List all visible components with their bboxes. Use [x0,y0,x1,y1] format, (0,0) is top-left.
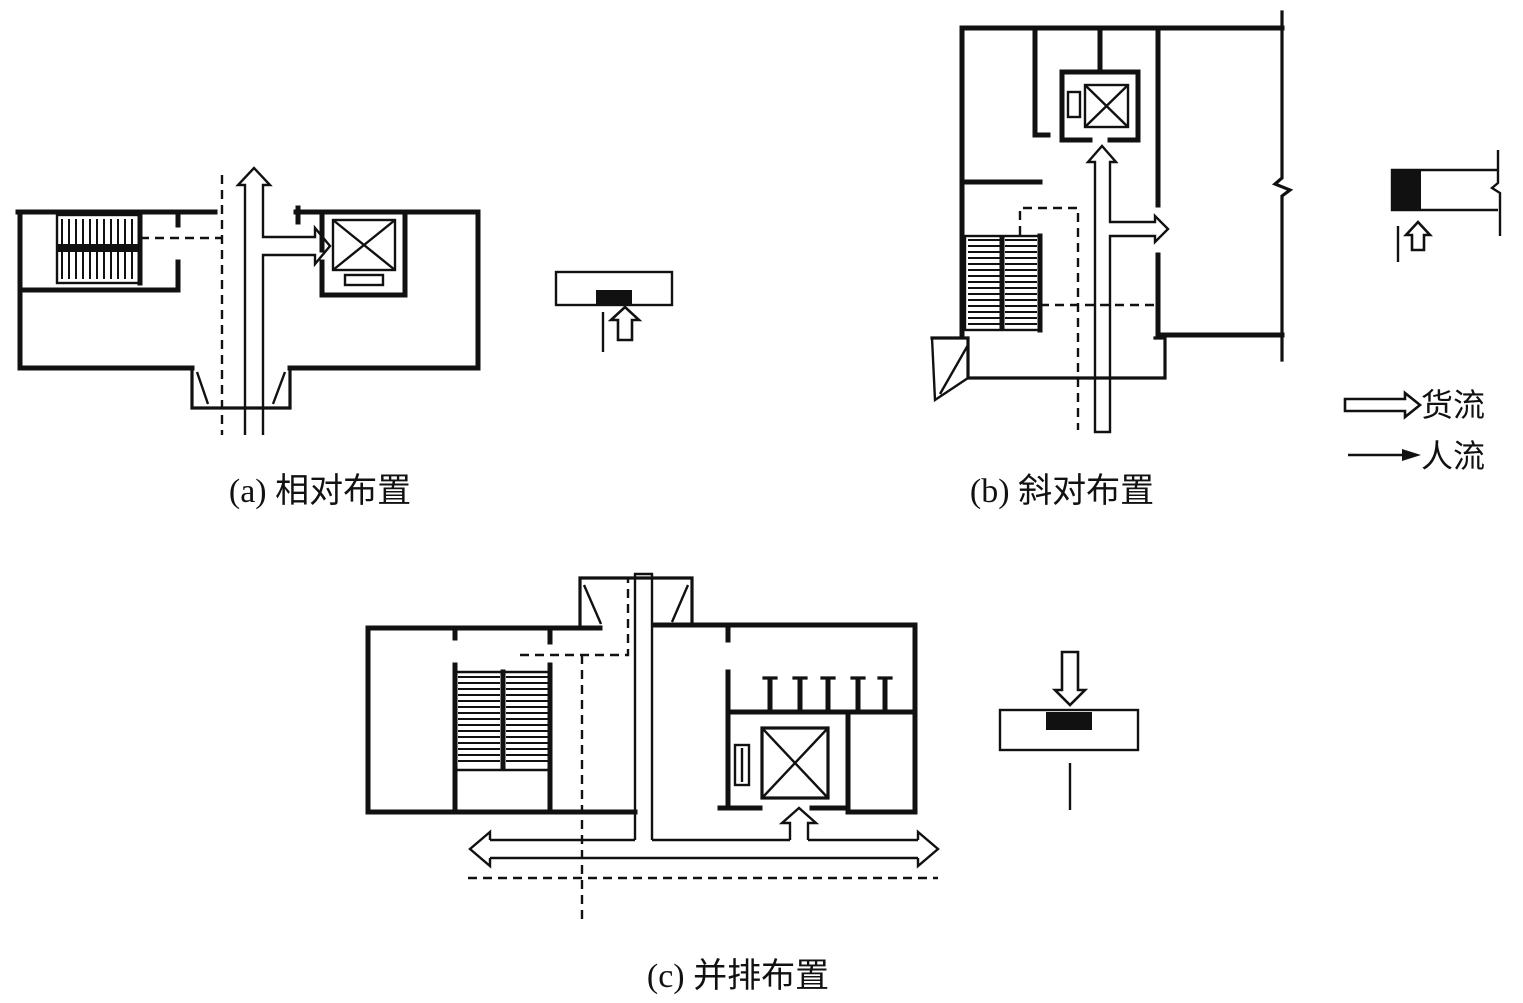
plan-a-outer-wall-left [15,209,218,371]
plan-c-flows [468,572,940,922]
plan-c-outer-wall-left [365,625,638,815]
plan-b-flows [1018,144,1170,434]
plan-b-outer-wall [959,25,1285,338]
plan-a-outer-wall-right [287,209,481,371]
plan-b-inner-wall-right [1155,25,1285,338]
plan-c-wall-ticks [452,622,731,645]
plan-a-porch-diagonals [195,371,287,405]
plan-b-staircase [963,233,1043,333]
plan-c-elevator-car-cross [761,727,829,799]
plan-c-outer-wall-right [652,622,918,815]
plan-b-elevator-car [1083,83,1130,129]
plan-a-key-goods-arrow-icon [607,305,643,342]
plan-a-stair-landing-bar [57,244,139,252]
plan-c-dashed-path-entrance [520,578,630,657]
plan-b-break-wall [1271,10,1294,362]
plan-c-key-icon [998,650,1140,810]
caption-b: (b) 斜对布置 [970,472,1154,510]
plan-a: (a) 相对布置 [15,166,674,510]
plan-b-porch-outline [930,336,1167,380]
plan-a-key-core [596,290,632,305]
plan-c-key-goods-arrow-icon [1051,650,1089,707]
plan-c: (c) 并排布置 [365,572,1140,995]
legend-goods-flow-label: 货流 [1421,387,1485,423]
plan-c-key-building [998,708,1140,752]
plan-b-porch-diagonals [930,337,970,403]
plan-c-walls [365,622,918,815]
plan-a-elevator-car-cross [332,219,396,271]
plan-b-key-icon [1390,150,1502,262]
plan-c-staircase [452,662,553,813]
plan-a-staircase [55,212,143,286]
plan-b-inner-wall-left [1032,25,1051,138]
plan-a-elevator-car [331,218,397,272]
plan-c-stair-treads-left [458,676,500,762]
plan-b: (b) 斜对布置 [930,10,1502,510]
plan-c-porch-diagonals [582,584,690,625]
plan-b-key-building [1390,168,1498,212]
plan-b-key-core [1393,170,1421,210]
plan-b-dashed-path [1018,206,1080,430]
plan-c-goods-flow-up-arrow [778,806,820,840]
line-arrow-head [1402,449,1421,461]
caption-c: (c) 并排布置 [647,957,829,995]
plan-b-elevator-shaft-wall [1059,69,1141,143]
plan-c-stair-treads-right [506,676,548,762]
plan-b-entrance-porch [930,336,1167,403]
plan-a-walls [15,205,481,371]
plan-b-elevator-car-cross [1084,84,1129,128]
plan-b-elevator [1066,83,1130,129]
caption-a: (a) 相对布置 [229,472,411,510]
legend-people-flow-label: 人流 [1421,438,1485,474]
plan-b-stair-treads-left [968,239,1000,325]
plan-c-key-core [1046,712,1092,730]
plan-b-counterweight [1066,90,1082,119]
plan-b-key-goods-arrow-icon [1403,220,1433,252]
plan-b-goods-flow-arrow [1085,144,1170,434]
plan-a-entrance-porch [190,366,292,410]
plan-c-stair-walls [452,662,553,813]
plan-c-elevator [733,726,830,800]
plan-a-stair-treads-upper [61,219,133,244]
plan-a-elevator-shaft-wall [319,209,408,298]
plan-a-counterweight [343,273,385,287]
plan-a-stair-treads-lower [61,252,133,279]
plan-a-key-icon [554,270,674,352]
plan-b-walls [959,10,1294,362]
plan-a-elevator [331,218,397,287]
plan-a-goods-flow-arrow [235,166,332,435]
plan-c-goods-flow-double-arrow [468,829,940,869]
legend: 货流 人流 [1343,387,1485,474]
plan-b-key-break-edge [1489,150,1502,236]
plan-b-stair-treads-right [1005,239,1037,325]
plan-c-room-partitions [767,677,888,715]
plan-c-elevator-car [760,726,830,800]
plan-c-counterweight [733,743,751,787]
plan-a-porch-outline [190,366,292,410]
plan-a-flows [140,166,332,435]
plan-c-central-channel [633,572,654,840]
plan-a-stair-room-wall [17,212,181,293]
hollow-arrow-icon [1343,390,1423,420]
plan-c-elevator-shaft-wall [717,709,851,811]
